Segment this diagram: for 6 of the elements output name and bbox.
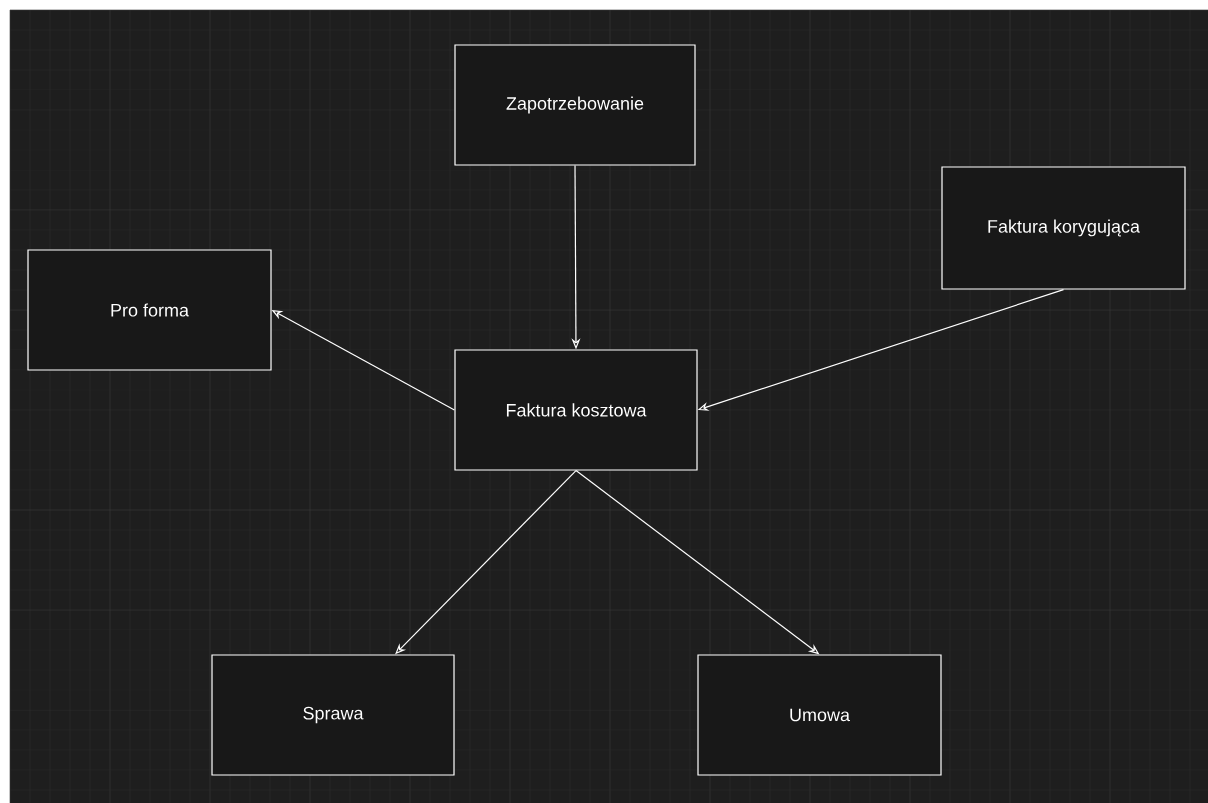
process-box: Pro forma bbox=[27, 249, 272, 371]
process-box: Umowa bbox=[697, 654, 942, 776]
process-box: Faktura kosztowa bbox=[454, 349, 698, 471]
process-box: Sprawa bbox=[211, 654, 455, 776]
process-box: Faktura korygująca bbox=[941, 166, 1186, 290]
process-box: Zapotrzebowanie bbox=[454, 44, 696, 166]
